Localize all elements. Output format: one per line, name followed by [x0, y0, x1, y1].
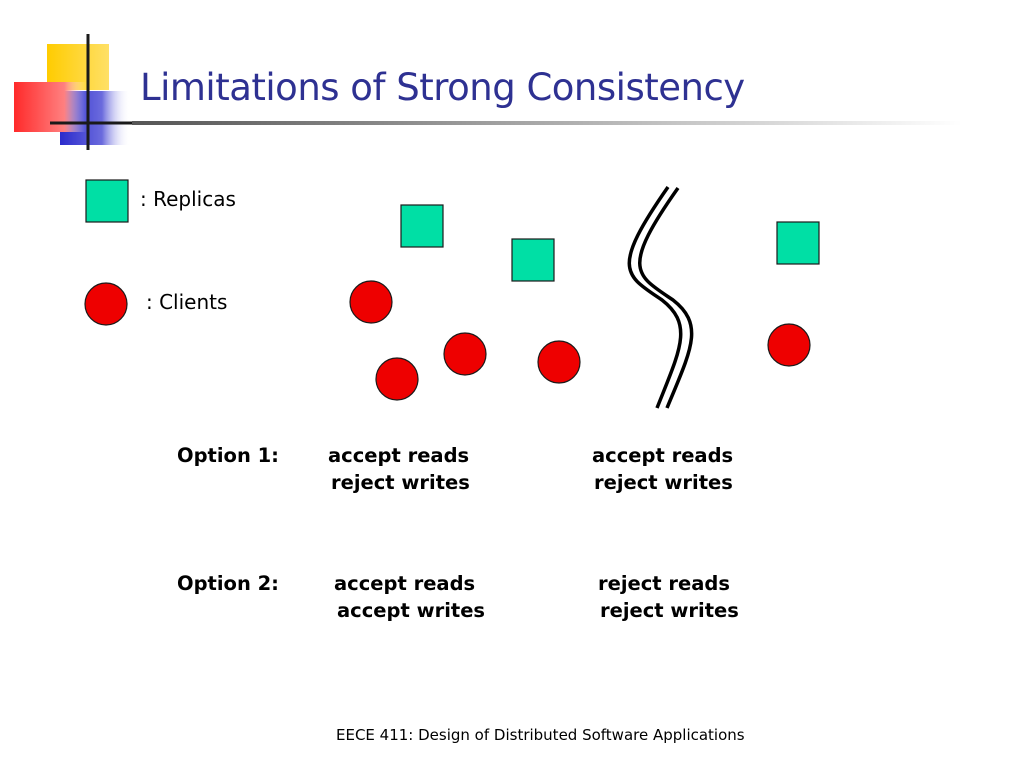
partition-line-left [627, 185, 683, 409]
option-2-right-reads: reject reads [598, 572, 730, 595]
legend-client-icon [84, 282, 128, 326]
option-1-left-writes: reject writes [331, 471, 470, 494]
option-1-right-reads: accept reads [592, 444, 734, 467]
legend-replica-icon [85, 179, 129, 223]
option-2-left-writes: accept writes [337, 599, 486, 622]
replica-node [776, 221, 820, 265]
client-node [349, 280, 393, 324]
option-2-label: Option 2: [177, 572, 279, 595]
client-node [537, 340, 581, 384]
slide-title: Limitations of Strong Consistency [140, 66, 745, 109]
replica-node [400, 204, 444, 248]
legend-clients-label: : Clients [146, 290, 228, 314]
title-underline [132, 121, 962, 125]
slide-footer: EECE 411: Design of Distributed Software… [336, 726, 745, 744]
slide-logo [14, 34, 160, 150]
option-2-left-reads: accept reads [334, 572, 476, 595]
option-1-right-writes: reject writes [594, 471, 733, 494]
option-1-label: Option 1: [177, 444, 279, 467]
option-2-right-writes: reject writes [600, 599, 739, 622]
client-node [375, 357, 419, 401]
replica-node [511, 238, 555, 282]
client-node [443, 332, 487, 376]
option-1-left-reads: accept reads [328, 444, 470, 467]
partition-line-right [638, 186, 694, 409]
legend-replicas-label: : Replicas [140, 187, 236, 211]
client-node [767, 323, 811, 367]
